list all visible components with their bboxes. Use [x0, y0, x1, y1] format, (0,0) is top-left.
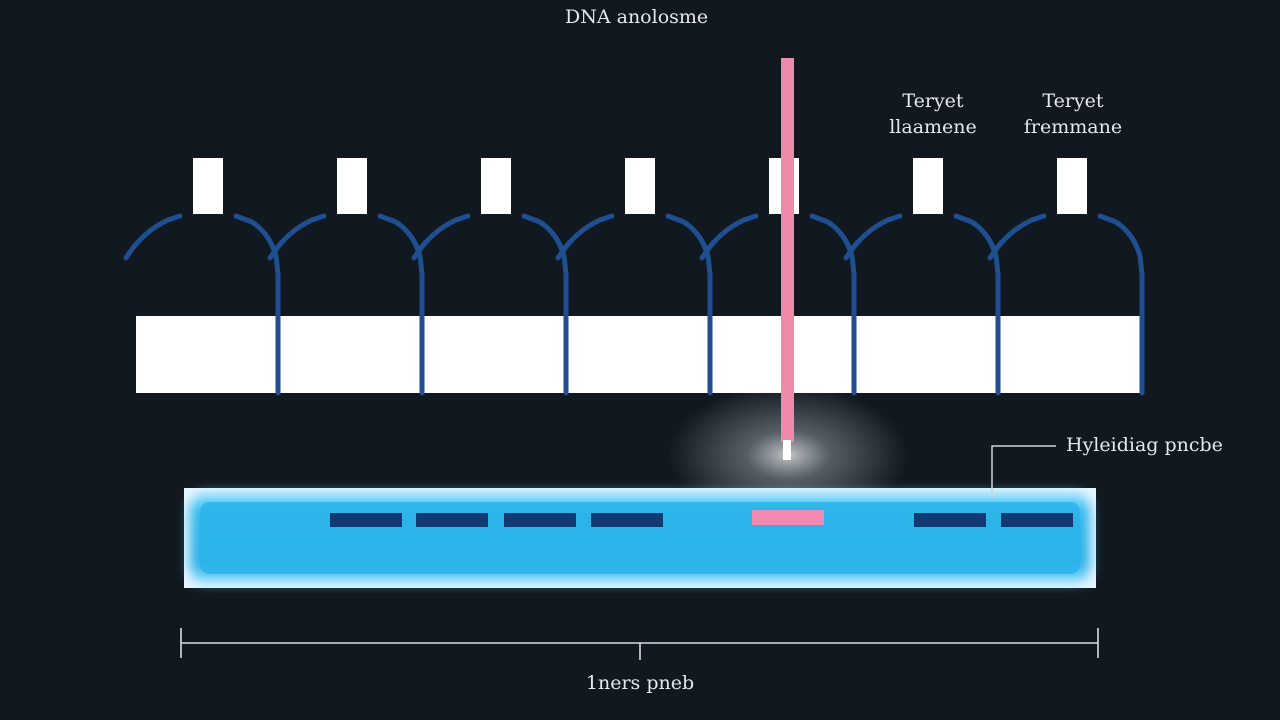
gel-band — [330, 513, 402, 527]
bottle-neck — [481, 158, 511, 214]
gel-band — [504, 513, 576, 527]
bottle-body — [282, 214, 422, 316]
bottle-outline — [987, 213, 1145, 396]
bottle-outline — [699, 213, 857, 396]
target-label-2: Teryet fremmane — [998, 88, 1148, 140]
bottle-neck — [1057, 158, 1087, 214]
hybridizing-probe-label: Hyleidiag pncbe — [1066, 434, 1223, 456]
bottle — [555, 158, 713, 396]
bottle-neck — [337, 158, 367, 214]
bottle-outline — [123, 213, 281, 396]
bottle-neck — [193, 158, 223, 214]
bottle-neck — [625, 158, 655, 214]
hybridizing-probe-leader — [991, 445, 1056, 498]
bottle-body — [858, 214, 998, 316]
target-label-1-line1: Teryet — [902, 90, 964, 112]
bottle-body — [138, 214, 278, 316]
gel-band — [1001, 513, 1073, 527]
bottle-outline — [411, 213, 569, 396]
bottle-body — [1002, 214, 1142, 316]
target-label-2-line1: Teryet — [1042, 90, 1104, 112]
gel-band-highlighted — [752, 510, 824, 525]
target-label-1-line2: llaamene — [889, 116, 977, 138]
bottle — [123, 158, 281, 396]
bottle — [987, 158, 1145, 396]
gel-bands — [330, 510, 1073, 527]
target-label-2-line2: fremmane — [1023, 116, 1123, 138]
bottle — [267, 158, 425, 396]
scale-bar-label: 1ners pneb — [585, 672, 695, 694]
bottle-neck — [913, 158, 943, 214]
sample-bottles — [123, 158, 1145, 396]
bottle-outline — [843, 213, 1001, 396]
dna-probe — [781, 58, 794, 460]
dna-probe-label: DNA anolosme — [565, 6, 709, 28]
gel-plate — [184, 488, 1096, 588]
gel-band — [416, 513, 488, 527]
bottle-body — [426, 214, 566, 316]
bottle-outline — [555, 213, 713, 396]
bottle — [411, 158, 569, 396]
sample-strip — [136, 316, 1144, 393]
scale-bar — [180, 628, 1099, 660]
gel-band — [914, 513, 986, 527]
gel-band — [591, 513, 663, 527]
bottle-body — [570, 214, 710, 316]
bottle — [843, 158, 1001, 396]
target-label-1: Teryet llaamene — [858, 88, 1008, 140]
bottle-outline — [267, 213, 425, 396]
